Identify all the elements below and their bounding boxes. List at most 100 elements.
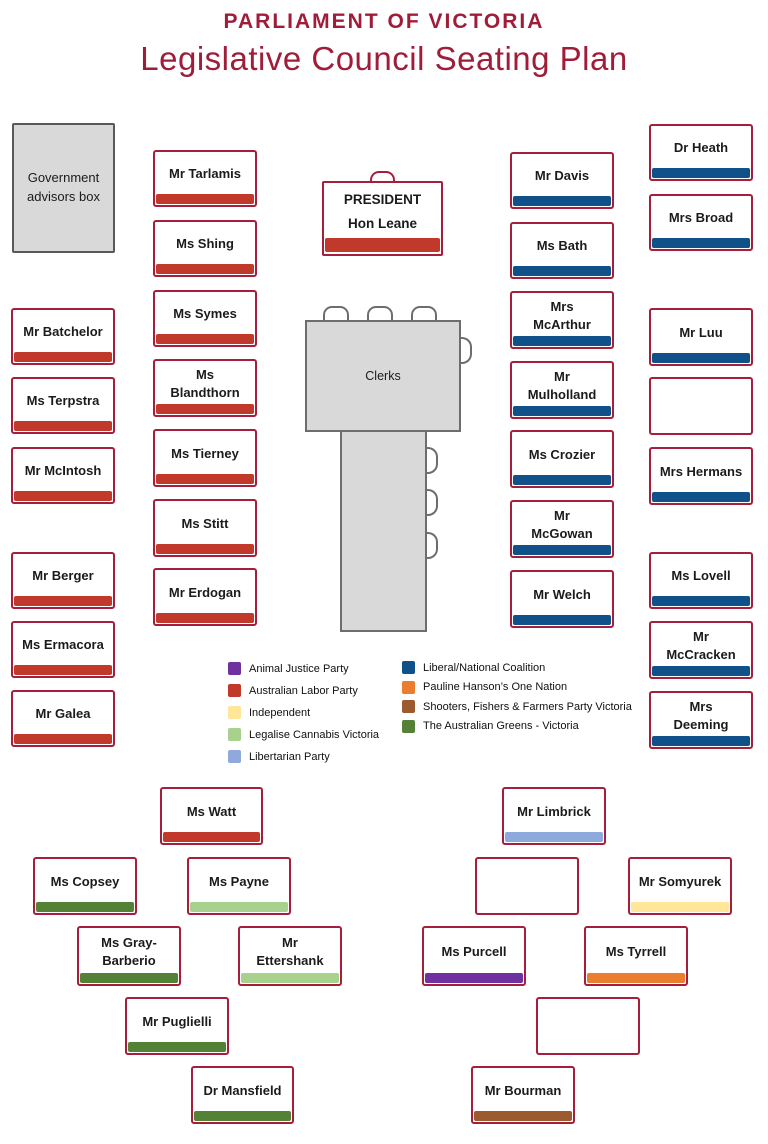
- seat-mr-bourman: Mr Bourman: [471, 1066, 575, 1124]
- seat-name-label: Mr Limbrick: [517, 803, 591, 819]
- seat-name-label: Mr McGowan: [531, 507, 593, 541]
- seat-name-label: Ms Payne: [209, 873, 269, 889]
- legend-item: Libertarian Party: [228, 749, 379, 764]
- party-color-bar: [80, 973, 178, 983]
- president-title: PRESIDENT: [343, 192, 422, 207]
- government-advisors-label: Government advisors box: [27, 170, 100, 204]
- seat-mr-luu: Mr Luu: [649, 308, 753, 366]
- party-color-bar: [652, 666, 750, 676]
- seat-dr-mansfield: Dr Mansfield: [191, 1066, 294, 1124]
- seat-name-label: Mr Erdogan: [168, 584, 242, 600]
- seat-name-label: Mr Berger: [32, 568, 94, 584]
- seat-name-label: Mr Davis: [534, 168, 590, 184]
- seat-name-label: Ms Purcell: [441, 943, 507, 959]
- party-color-bar: [513, 266, 611, 276]
- seat-name-label: Mr Luu: [679, 324, 723, 340]
- legend-label: Legalise Cannabis Victoria: [249, 728, 380, 741]
- party-color-bar: [156, 474, 254, 484]
- seat-name-label: Ms Terpstra: [26, 393, 100, 409]
- seat-name-label: Mrs Broad: [668, 210, 734, 226]
- president-name: Hon Leane: [347, 216, 417, 231]
- party-color-bar: [513, 475, 611, 485]
- seat-name-label: Ms Tierney: [171, 445, 239, 461]
- seat-name-label: Mr Somyurek: [638, 873, 722, 889]
- page-subtitle: Legislative Council Seating Plan: [140, 40, 628, 77]
- legend-label: The Australian Greens - Victoria: [423, 720, 579, 732]
- party-color-bar: [513, 615, 611, 625]
- party-color-bar: [652, 238, 750, 248]
- legend-color-swatch: [228, 706, 241, 719]
- party-color-bar: [513, 545, 611, 555]
- legend-color-swatch: [402, 700, 415, 713]
- legend-label: Pauline Hanson’s One Nation: [423, 681, 568, 693]
- seat-mr-ettershank: Mr Ettershank: [238, 926, 342, 986]
- seat-name-label: Mrs Hermans: [659, 463, 743, 479]
- seat-ms-purcell: Ms Purcell: [422, 926, 526, 986]
- seat-name-label: Ms Tyrrell: [605, 943, 667, 959]
- seat-mr-mcintosh: Mr McIntosh: [11, 447, 115, 504]
- party-color-bar: [325, 238, 440, 252]
- seat-president: PRESIDENT Hon Leane: [322, 181, 443, 256]
- party-color-bar: [156, 264, 254, 274]
- seat-mr-batchelor: Mr Batchelor: [11, 308, 115, 365]
- party-color-bar: [190, 902, 288, 912]
- party-color-bar: [652, 353, 750, 363]
- party-color-bar: [14, 596, 112, 606]
- legend-label: Libertarian Party: [249, 750, 330, 763]
- legend-item: Animal Justice Party: [228, 661, 379, 676]
- party-color-bar: [513, 336, 611, 346]
- seat-mr-welch: Mr Welch: [510, 570, 614, 628]
- seat-name-label: Mr Puglielli: [142, 1013, 212, 1029]
- party-color-bar: [652, 168, 750, 178]
- seat-name-label: Ms Blandthorn: [170, 366, 240, 400]
- seat-name-label: Ms Bath: [536, 238, 588, 254]
- party-color-bar: [652, 736, 750, 746]
- seat-name-label: Mr Galea: [35, 706, 91, 722]
- seat-mrs-hermans: Mrs Hermans: [649, 447, 753, 505]
- seat-name-label: Mr Mulholland: [527, 368, 597, 402]
- seat-name-label: Mr Welch: [533, 586, 591, 602]
- party-color-bar: [14, 421, 112, 431]
- seat-mrs-mcarthur: Mrs McArthur: [510, 291, 614, 349]
- clerks-label: Clerks: [365, 369, 401, 383]
- seat-mr-galea: Mr Galea: [11, 690, 115, 747]
- legend-color-swatch: [402, 661, 415, 674]
- seat-ms-tyrrell: Ms Tyrrell: [584, 926, 688, 986]
- seat-empty: [475, 857, 579, 915]
- legend-item: Liberal/National Coalition: [402, 660, 632, 675]
- seat-name-label: Mr Bourman: [484, 1082, 562, 1098]
- seat-mr-mcgowan: Mr McGowan: [510, 500, 614, 558]
- seat-name-label: Ms Lovell: [671, 568, 731, 584]
- party-color-bar: [128, 1042, 226, 1052]
- party-color-bar: [513, 196, 611, 206]
- clerks-table: Clerks: [305, 320, 461, 432]
- party-color-bar: [425, 973, 523, 983]
- clerks-table-extension: [340, 430, 427, 632]
- party-color-bar: [36, 902, 134, 912]
- seat-mr-mccracken: Mr McCracken: [649, 621, 753, 679]
- seat-mr-limbrick: Mr Limbrick: [502, 787, 606, 845]
- legend-label: Independent: [249, 706, 311, 719]
- page-title: PARLIAMENT OF VICTORIA: [223, 10, 545, 33]
- legend-color-swatch: [402, 680, 415, 694]
- seat-name-label: Ms Stitt: [181, 515, 229, 531]
- seat-name-label: Ms Watt: [186, 803, 237, 819]
- seat-name-label: Ms Shing: [176, 236, 234, 252]
- seat-name-label: Ms Ermacora: [22, 637, 104, 653]
- party-color-bar: [14, 734, 112, 744]
- seat-mr-puglielli: Mr Puglielli: [125, 997, 229, 1055]
- seat-ms-stitt: Ms Stitt: [153, 499, 257, 557]
- clerk-chair-icon: [323, 306, 349, 323]
- seat-empty: [649, 377, 753, 435]
- legend-label: Animal Justice Party: [249, 662, 349, 675]
- seat-ms-tierney: Ms Tierney: [153, 429, 257, 487]
- legend-label: Shooters, Fishers & Farmers Party Victor…: [423, 700, 632, 713]
- seat-name-label: Mr Tarlamis: [168, 166, 241, 182]
- party-color-bar: [194, 1111, 291, 1121]
- seat-mr-berger: Mr Berger: [11, 552, 115, 609]
- seat-name-label: Mr McIntosh: [24, 463, 102, 479]
- seat-dr-heath: Dr Heath: [649, 124, 753, 181]
- seat-name-label: Mrs Deeming: [673, 698, 729, 732]
